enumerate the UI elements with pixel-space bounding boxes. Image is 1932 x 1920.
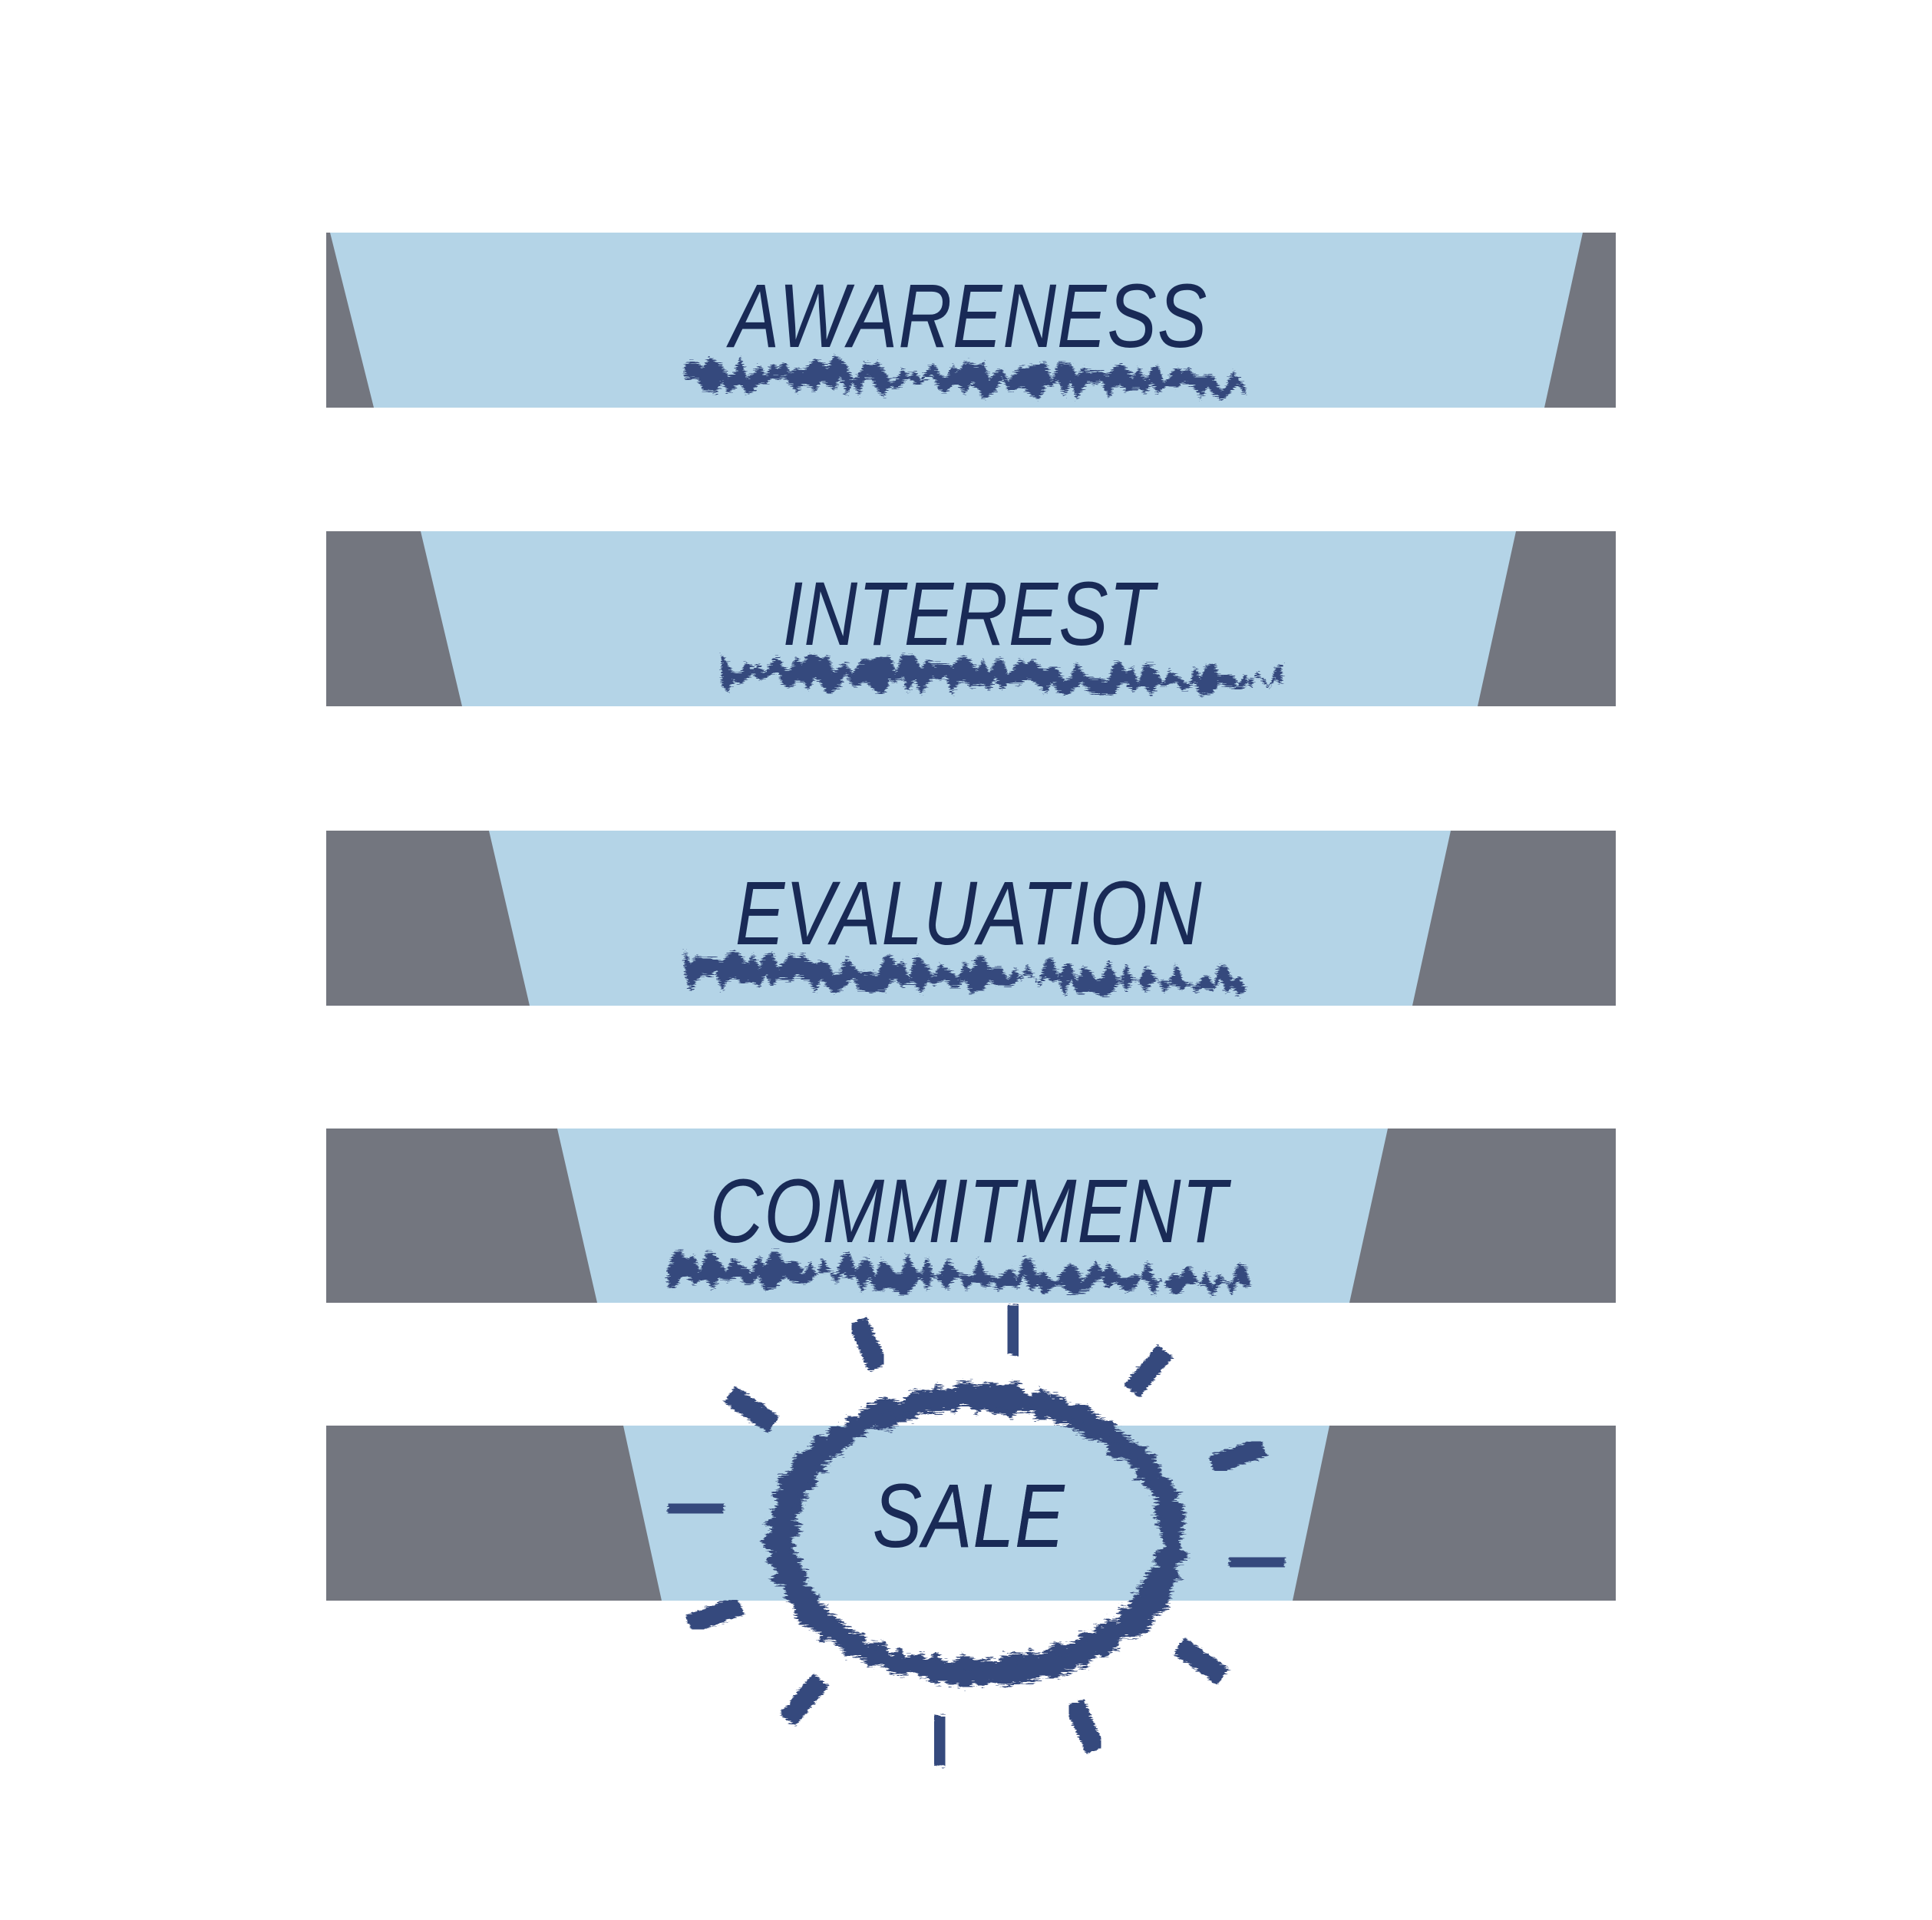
- stage-label-sale: SALE: [873, 1465, 1065, 1566]
- stage-label-awareness: AWARENESS: [726, 265, 1208, 366]
- funnel-underlines: [668, 355, 1282, 1297]
- sun-ray-dash: [1173, 1637, 1229, 1685]
- funnel-stage-band-commitment: [326, 1129, 1616, 1303]
- sun-ray-dash: [724, 1386, 780, 1433]
- brush-underline: [685, 355, 1245, 401]
- sun-ray-dash: [666, 1495, 725, 1522]
- funnel-stage-band-awareness: [326, 233, 1616, 408]
- sun-ray-dash: [999, 1304, 1027, 1357]
- brush-underline: [722, 653, 1282, 697]
- sun-burst-circle-icon: SALE: [666, 1304, 1286, 1767]
- underline-stroke-awareness: [685, 355, 1245, 401]
- sun-ray-dash: [1208, 1436, 1267, 1476]
- underline-stroke-commitment: [668, 1249, 1251, 1297]
- funnel-stage-band-sale: [326, 1426, 1616, 1601]
- sun-ray-dash: [779, 1673, 829, 1727]
- sun-ray-dash: [685, 1595, 745, 1634]
- sun-ray-dash: [1065, 1699, 1105, 1754]
- stage-label-commitment: COMMITMENT: [710, 1160, 1232, 1261]
- funnel-labels: AWARENESS INTEREST EVALUATION COMMITMENT SAL…: [710, 265, 1232, 1566]
- stage-label-evaluation: EVALUATION: [735, 862, 1203, 963]
- sun-ray-dash: [926, 1713, 953, 1767]
- sun-ray-dash: [1228, 1548, 1286, 1576]
- underline-stroke-interest: [722, 653, 1282, 697]
- band-blue-trapezoid: [557, 1129, 1388, 1303]
- underline-stroke-evaluation: [685, 950, 1245, 997]
- brush-underline: [685, 950, 1245, 997]
- stage-label-sale-top: SALE: [873, 1465, 1065, 1566]
- brush-underline: [668, 1249, 1251, 1297]
- band-blue-trapezoid: [421, 531, 1516, 706]
- band-blue-trapezoid: [330, 233, 1583, 408]
- stage-label-interest: INTEREST: [783, 563, 1160, 664]
- sun-ray-dash: [1124, 1344, 1174, 1398]
- sun-ray-dash: [847, 1317, 888, 1372]
